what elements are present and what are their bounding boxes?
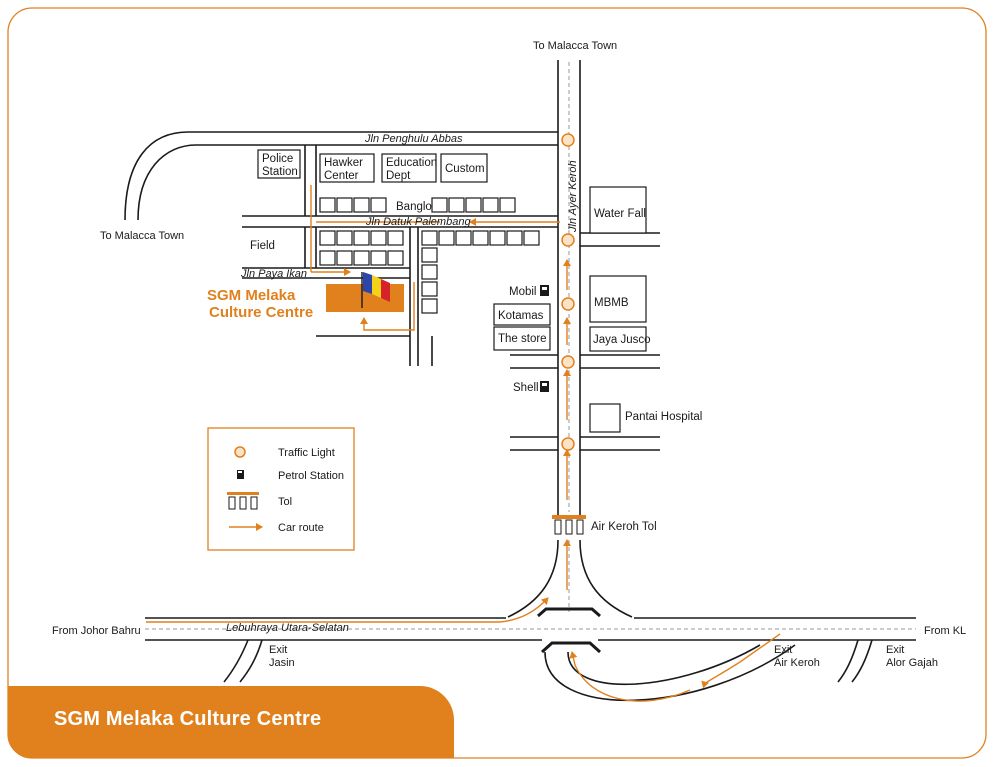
water-fall-label: Water Fall (594, 208, 646, 220)
exit-air-keroh-label-1: Exit (774, 644, 792, 656)
police-station-label-1: Police (262, 153, 293, 165)
custom-label: Custom (445, 163, 485, 175)
shell-label: Shell (513, 382, 539, 394)
exit-air-keroh-label-2: Air Keroh (774, 657, 820, 669)
from-kl-label: From KL (924, 625, 966, 637)
exit-alor-gajah-label-2: Alor Gajah (886, 657, 938, 669)
destination-title-line-1: SGM Melaka (207, 287, 296, 304)
toll-plaza-icon (552, 515, 586, 535)
education-dept-label-1: Education (386, 157, 437, 169)
the-store-label: The store (498, 333, 547, 345)
exit-alor-gajah-label-1: Exit (886, 644, 904, 656)
traffic-light-icon (561, 297, 575, 311)
destination-title-line-2: Culture Centre (209, 304, 313, 321)
jln-datuk-palembang-label: Jln Datuk Palembang (365, 216, 471, 228)
footer-banner: SGM Melaka Culture Centre (8, 686, 454, 758)
legend-traffic-light-icon (234, 446, 246, 458)
kotamas-building (493, 303, 551, 326)
traffic-lights (561, 133, 575, 451)
legend-petrol-station-label: Petrol Station (278, 470, 344, 482)
houses-east-block (421, 230, 540, 314)
flag-icon (361, 272, 390, 308)
traffic-light-icon (561, 133, 575, 147)
car-route (146, 185, 781, 702)
legend-traffic-light-label: Traffic Light (278, 447, 335, 459)
pantai-hospital-building (589, 403, 621, 433)
education-dept-label-2: Dept (386, 170, 411, 182)
footer-title: SGM Melaka Culture Centre (54, 708, 322, 730)
police-station-building (257, 149, 301, 179)
buildings: Police Station Hawker Center Education D… (257, 149, 702, 433)
road-network (124, 60, 916, 702)
hawker-center-label-1: Hawker (324, 157, 363, 169)
jaya-jusco-label: Jaya Jusco (593, 334, 651, 346)
legend-petrol-station-icon (237, 470, 244, 479)
custom-building (440, 153, 488, 183)
mbmb-building (589, 275, 647, 323)
to-malacca-town-west-label: To Malacca Town (100, 230, 184, 242)
the-store-building (493, 326, 551, 351)
police-station-label-2: Station (262, 166, 298, 178)
to-malacca-town-north-label: To Malacca Town (533, 40, 617, 52)
map-frame (7, 7, 987, 759)
exit-jasin-label-1: Exit (269, 644, 287, 656)
petrol-station-icon (540, 381, 549, 392)
traffic-light-icon (561, 355, 575, 369)
air-keroh-tol-label: Air Keroh Tol (591, 521, 657, 533)
traffic-light-icon (561, 233, 575, 247)
mbmb-label: MBMB (594, 297, 629, 309)
water-fall-building (589, 186, 647, 234)
pantai-hospital-label: Pantai Hospital (625, 411, 702, 423)
traffic-light-icon (561, 437, 575, 451)
jln-paya-ikan-label: Jln Paya Ikan (240, 268, 307, 280)
education-dept-building (381, 153, 437, 183)
petrol-station-icon (540, 285, 549, 296)
jln-penghulu-abbas-label: Jln Penghulu Abbas (364, 133, 463, 145)
from-johor-bahru-label: From Johor Bahru (52, 625, 141, 637)
jaya-jusco-building (589, 326, 647, 352)
field-label: Field (250, 240, 275, 252)
banglo-houses (319, 197, 516, 213)
houses-west-block (319, 230, 404, 266)
hawker-center-label-2: Center (324, 170, 359, 182)
hawker-center-building (319, 153, 375, 183)
banglo-label: Banglo (396, 201, 432, 213)
mobil-label: Mobil (509, 286, 536, 298)
legend-tol-icon (227, 492, 259, 510)
kotamas-label: Kotamas (498, 310, 544, 322)
lebuhraya-utara-selatan-label: Lebuhraya Utara-Selatan (226, 622, 349, 634)
exit-jasin-label-2: Jasin (269, 657, 295, 669)
jln-ayer-keroh-label: Jln Ayer Keroh (567, 160, 579, 233)
legend-car-route-label: Car route (278, 522, 324, 534)
legend-tol-label: Tol (278, 496, 292, 508)
legend: Traffic Light Petrol Station Tol Car rou… (207, 427, 355, 551)
